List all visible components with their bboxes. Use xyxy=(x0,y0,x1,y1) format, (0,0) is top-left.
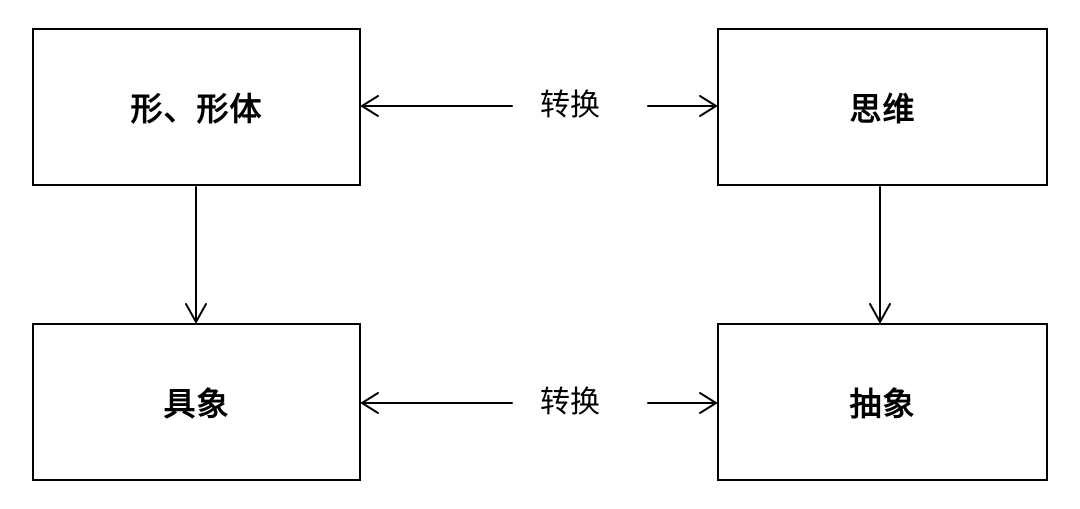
box-thinking: 思维 xyxy=(717,28,1048,186)
box-thinking-label: 思维 xyxy=(849,90,916,128)
box-concrete: 具象 xyxy=(32,323,361,481)
arrow-bottom-right xyxy=(647,392,717,414)
box-abstract-label: 抽象 xyxy=(849,385,916,423)
arrow-right-vertical xyxy=(869,186,891,323)
box-form-shape-label: 形、形体 xyxy=(130,90,263,128)
arrow-bottom-left xyxy=(361,392,513,414)
arrow-top-right xyxy=(647,95,717,117)
connector-label-bottom: 转换 xyxy=(540,385,600,420)
connector-label-top: 转换 xyxy=(540,88,600,123)
arrow-left-vertical xyxy=(185,186,207,323)
box-form-shape: 形、形体 xyxy=(32,28,361,186)
arrow-top-left xyxy=(361,95,513,117)
box-concrete-label: 具象 xyxy=(163,385,230,423)
box-abstract: 抽象 xyxy=(717,323,1048,481)
